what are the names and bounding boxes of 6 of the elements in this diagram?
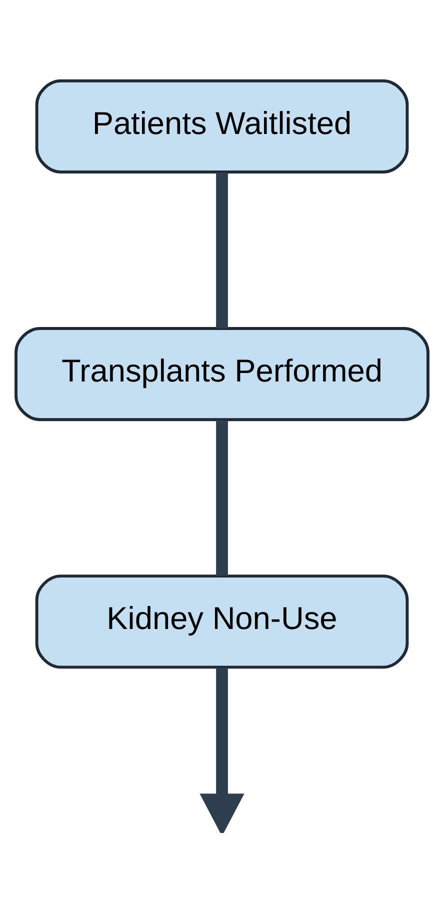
connector	[216, 172, 228, 328]
node-box: Kidney Non-Use	[35, 574, 409, 669]
node-box: Transplants Performed	[14, 327, 430, 422]
node-box: Patients Waitlisted	[35, 79, 409, 174]
connector	[216, 420, 228, 576]
arrow	[200, 668, 244, 833]
